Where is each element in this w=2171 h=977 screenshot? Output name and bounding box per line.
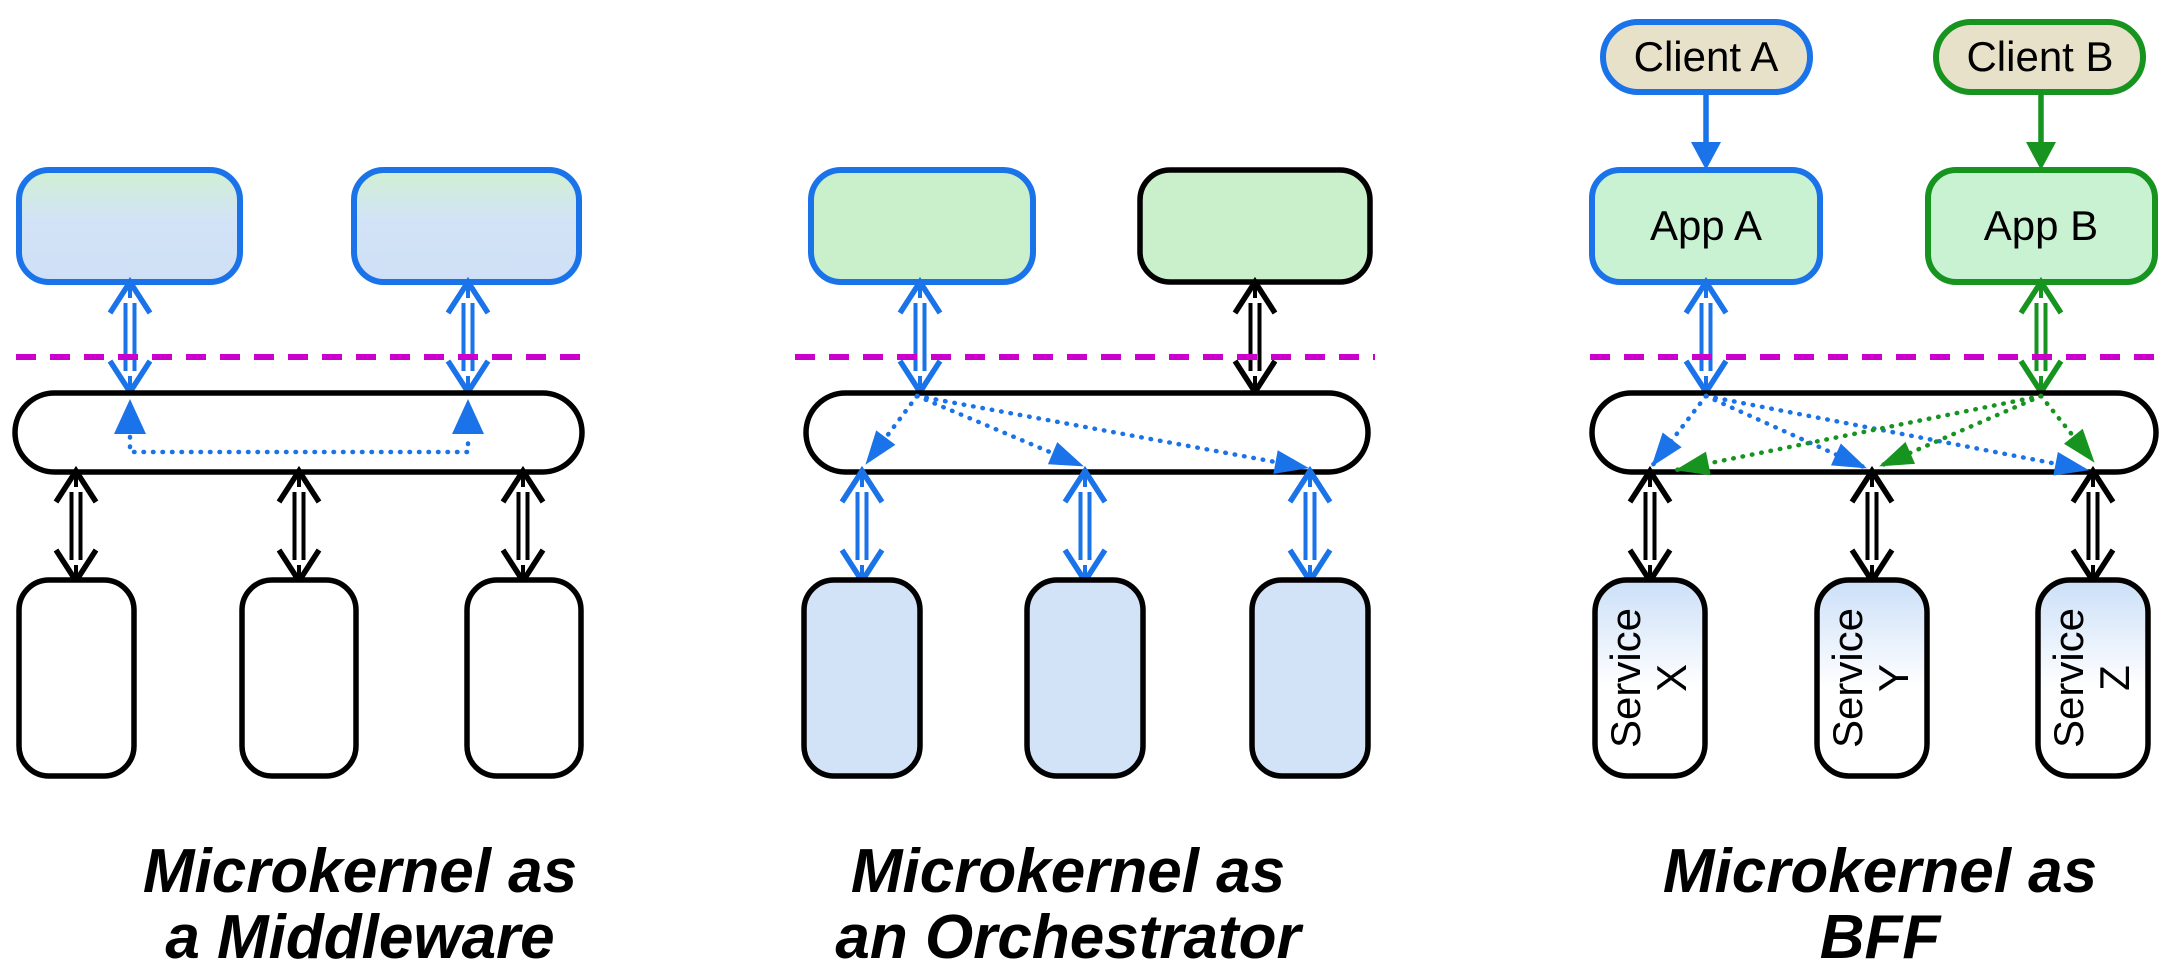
orchestrator-service-node-3 [1249, 577, 1371, 779]
orchestrator-app-node-2 [1137, 167, 1373, 285]
double-arrow-kernel-service1 [56, 471, 96, 581]
panel-middleware: Microkernel as a Middleware [12, 167, 585, 972]
double-arrow-appA-kernel [1686, 282, 1726, 392]
microkernel-bar [12, 390, 585, 475]
double-arrow-app2-kernel [1235, 282, 1275, 392]
client-b-label: Client B [1966, 33, 2113, 80]
panel-orchestrator: Microkernel as an Orchestrator [795, 167, 1375, 972]
double-arrow-appB-kernel [2021, 282, 2061, 392]
app-a-label: App A [1650, 202, 1762, 249]
client-a-label: Client A [1634, 33, 1779, 80]
orchestrator-service-node-2 [1024, 577, 1146, 779]
middleware-app-node-1 [16, 167, 243, 285]
svg-text:Service: Service [2045, 608, 2092, 748]
orchestration-route-3 [914, 393, 1311, 474]
svg-text:X: X [1648, 664, 1695, 692]
double-arrow-app1-kernel [110, 282, 150, 392]
service-x-label: Service X [1602, 608, 1695, 748]
panel-title-line1: Microkernel as [143, 837, 577, 906]
double-arrow-kernel-service2 [279, 471, 319, 581]
svg-text:Y: Y [1870, 664, 1917, 692]
panel-title-line2: BFF [1820, 903, 1943, 972]
double-arrow-app2-kernel [448, 282, 488, 392]
double-arrow-kernel-service3 [1290, 471, 1330, 581]
panel-title-line2: an Orchestrator [835, 903, 1303, 972]
double-arrow-kernel-service2 [1065, 471, 1105, 581]
client-b-arrowhead [2026, 142, 2056, 170]
svg-text:Service: Service [1602, 608, 1649, 748]
svg-text:Service: Service [1824, 608, 1871, 748]
middleware-app-node-2 [351, 167, 582, 285]
double-arrow-app1-kernel [900, 282, 940, 392]
bff-route-b-service-y [1877, 393, 2044, 469]
orchestrator-app-node-1 [808, 167, 1036, 285]
orchestrator-service-node-1 [801, 577, 923, 779]
double-arrow-kernel-serviceY [1852, 471, 1892, 581]
route-arrowhead-up-left [114, 399, 146, 434]
panel-title-line1: Microkernel as [851, 837, 1285, 906]
service-z-label: Service Z [2045, 608, 2138, 748]
microkernel-bar [803, 390, 1371, 475]
bff-route-a-service-z [1703, 393, 2091, 476]
service-y-label: Service Y [1824, 608, 1917, 748]
panel-bff: Client A Client B App A App B Service X [1589, 19, 2165, 972]
panel-title-line1: Microkernel as [1663, 837, 2097, 906]
kernel-internal-route-dotted [127, 434, 471, 455]
middleware-service-node-3 [464, 577, 584, 779]
double-arrow-kernel-serviceZ [2073, 471, 2113, 581]
service-z-node [2035, 577, 2151, 779]
orchestration-route-2 [914, 393, 1086, 469]
service-x-node [1592, 577, 1708, 779]
bff-route-a-service-y [1703, 393, 1869, 471]
client-a-arrowhead [1691, 142, 1721, 170]
service-y-node [1814, 577, 1930, 779]
double-arrow-kernel-serviceX [1630, 471, 1670, 581]
svg-text:Z: Z [2091, 665, 2138, 691]
route-arrowhead-up-right [452, 399, 484, 434]
panel-title-line2: a Middleware [165, 903, 554, 972]
double-arrow-kernel-service3 [503, 471, 543, 581]
middleware-service-node-1 [16, 577, 137, 779]
app-b-label: App B [1984, 202, 2098, 249]
double-arrow-kernel-service1 [842, 471, 882, 581]
middleware-service-node-2 [239, 577, 359, 779]
